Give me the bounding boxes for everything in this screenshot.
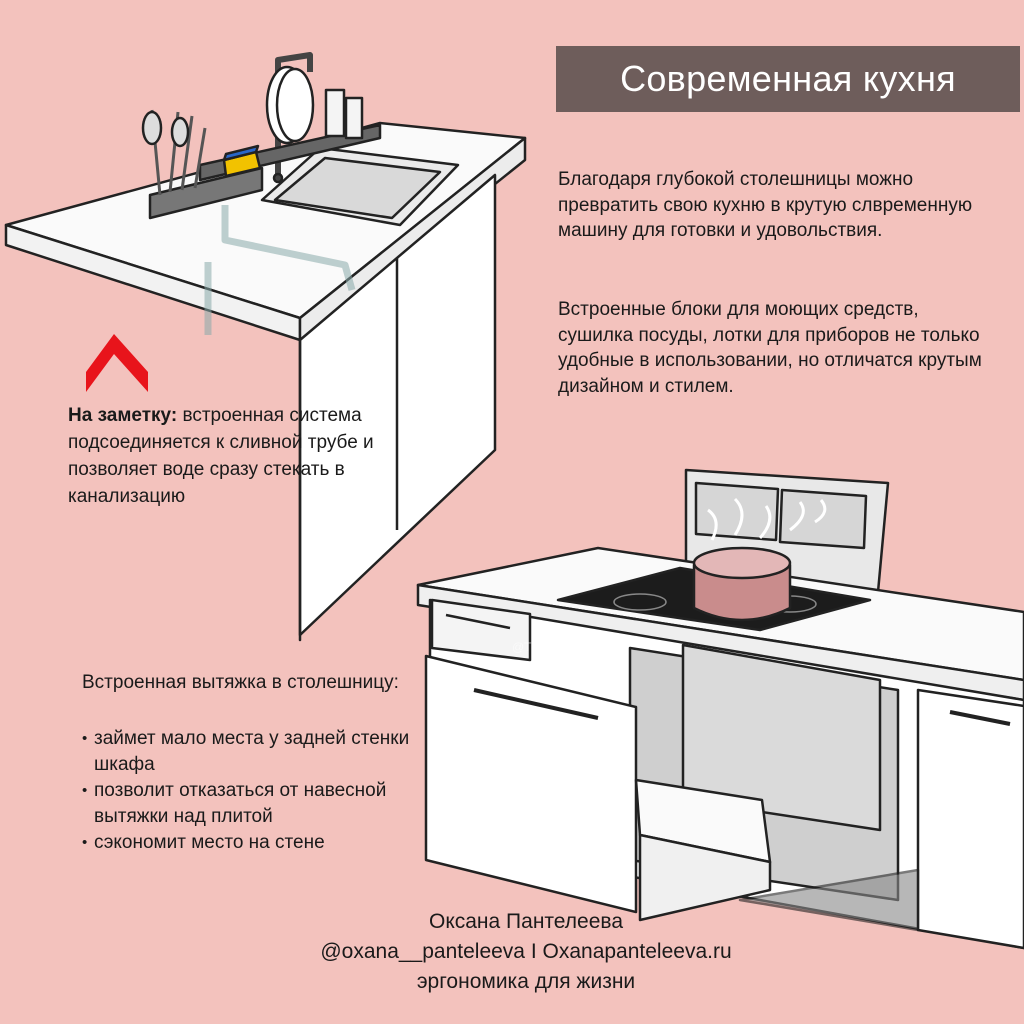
hood-info: Встроенная вытяжка в столешницу: займет … <box>82 670 442 856</box>
note-text: встроенная система подсоединяется к слив… <box>68 405 374 507</box>
list-item: сэкономит место на стене <box>82 830 442 856</box>
intro-paragraph: Благодаря глубокой столешницы можно прев… <box>558 169 973 241</box>
sink-island <box>4 52 527 642</box>
list-item: займет мало места у задней стенки шкафа <box>82 726 442 778</box>
hob-kitchen <box>416 468 1024 950</box>
footer: Оксана Пантелеева @oxana__panteleeva I O… <box>250 907 802 997</box>
hood-heading: Встроенная вытяжка в столешницу: <box>82 672 399 693</box>
tagline: эргономика для жизни <box>416 970 636 993</box>
page-title: Современная кухня <box>620 58 956 99</box>
list-item: позволит отказаться от навесной вытяжки … <box>82 778 442 830</box>
author-name: Оксана Пантелеева <box>429 910 623 933</box>
note-block: На заметку: встроенная система подсоедин… <box>68 402 428 510</box>
up-chevron-arrow-icon <box>86 334 148 392</box>
title-bar: Современная кухня <box>556 46 1020 112</box>
watermark: @Thewaveofdecor <box>512 640 613 654</box>
features-paragraph: Встроенные блоки для моющих средств, суш… <box>558 299 982 397</box>
note-label: На заметку: <box>68 405 178 426</box>
author-links: @oxana__panteleeva I Oxanapanteleeva.ru <box>320 940 732 963</box>
hood-benefits-list: займет мало места у задней стенки шкафа … <box>82 726 442 856</box>
